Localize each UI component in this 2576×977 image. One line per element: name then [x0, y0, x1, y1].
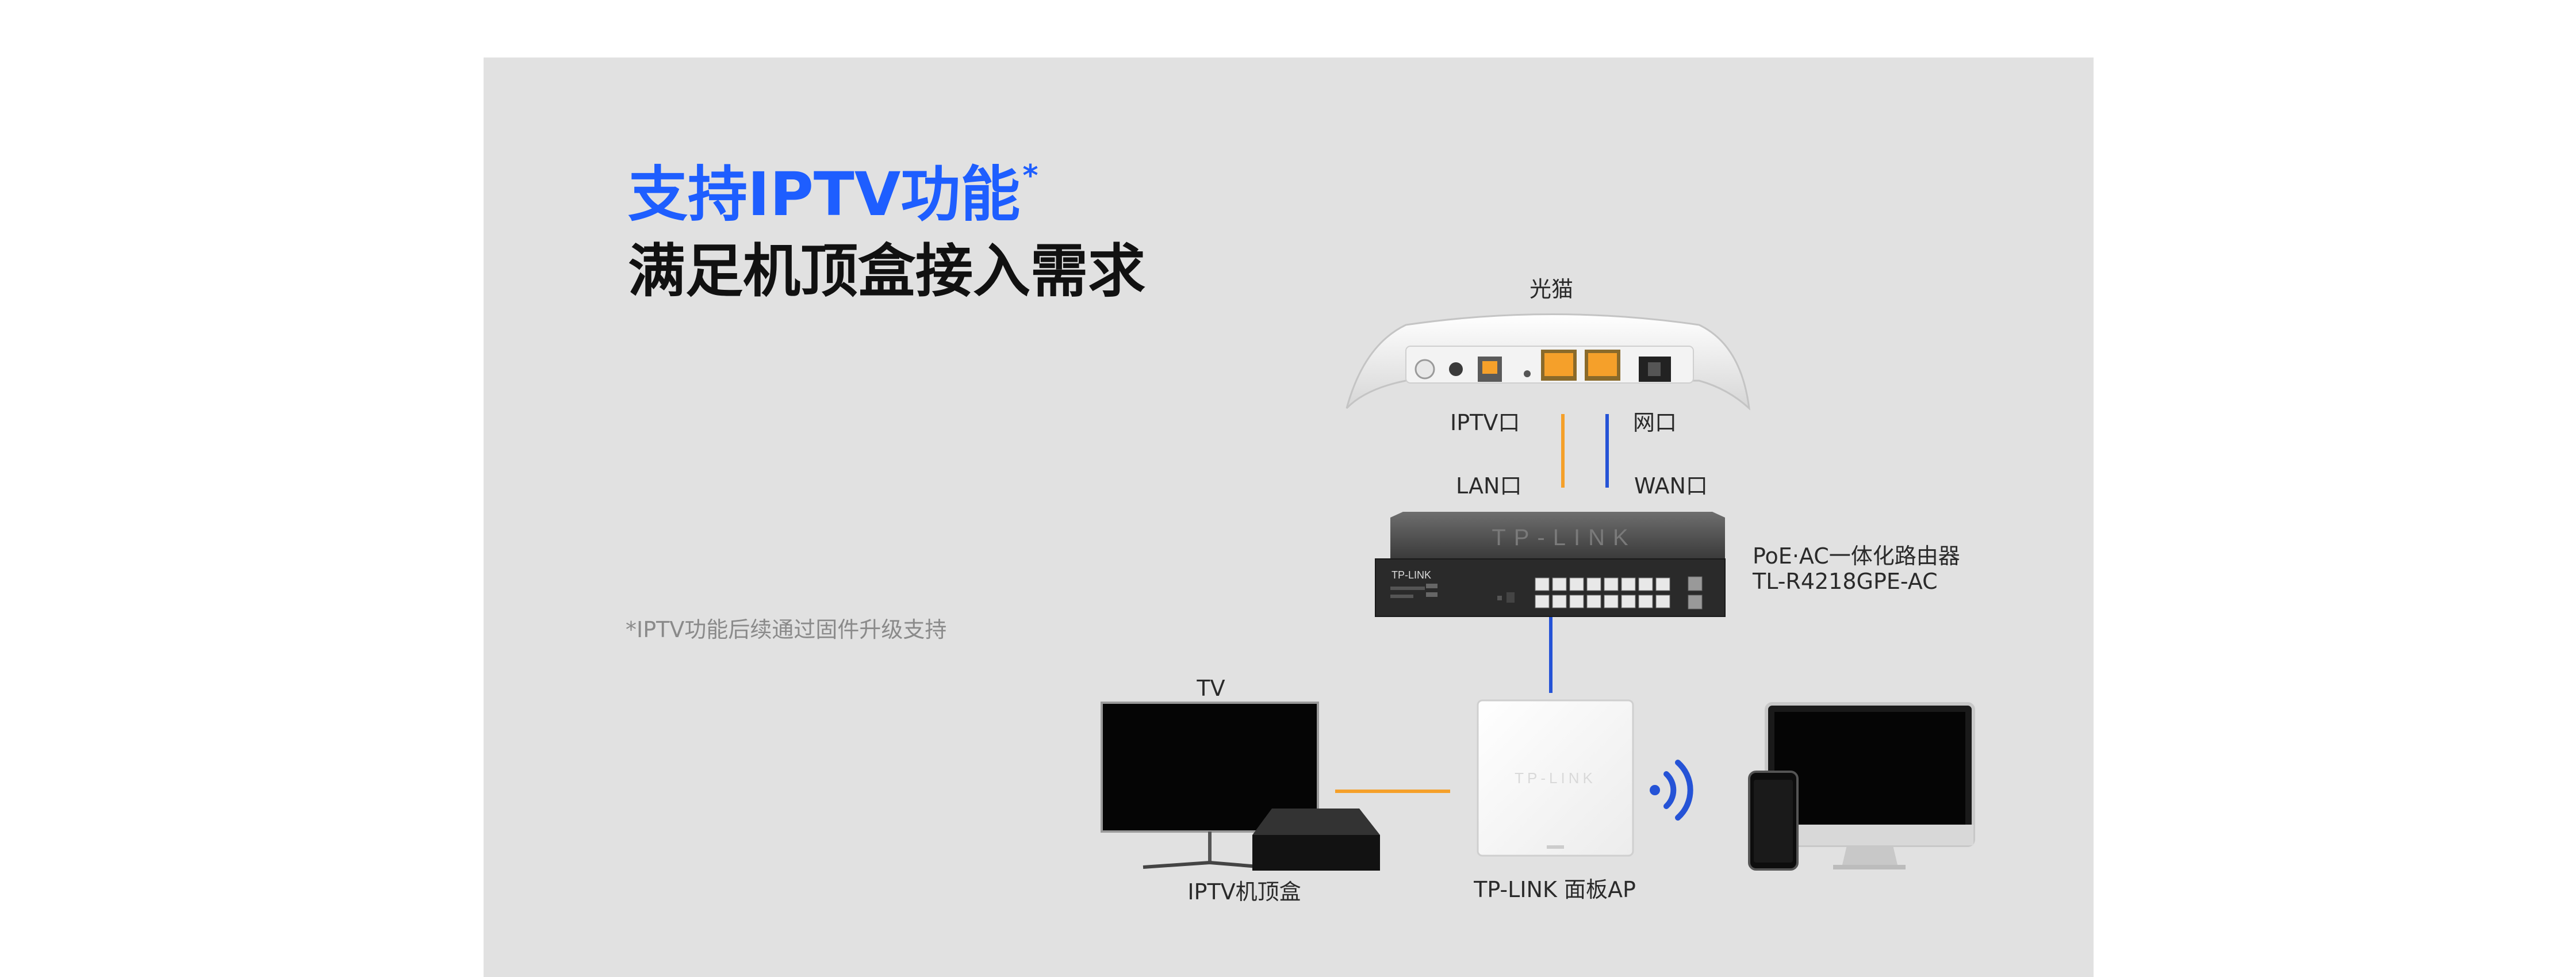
router-top-brand: TP-LINK — [1492, 525, 1636, 550]
title-asterisk: * — [1022, 159, 1038, 193]
tv-label: TV — [1197, 676, 1225, 701]
router-ports — [1535, 577, 1670, 608]
modem-lan-port-label: 网口 — [1633, 410, 1677, 435]
title-text: 支持IPTV功能 — [628, 159, 1021, 229]
router-front-brand: TP-LINK — [1392, 569, 1431, 581]
router-model-label: TL-R4218GPE-AC — [1753, 569, 1938, 594]
wifi-signal-icon — [1650, 760, 1693, 821]
set-top-box-icon — [1252, 809, 1380, 871]
ap-brand: TP-LINK — [1515, 769, 1596, 787]
smartphone-icon — [1748, 771, 1799, 871]
footnote: *IPTV功能后续通过固件升级支持 — [626, 617, 947, 642]
panel-ap-icon: TP-LINK — [1477, 699, 1634, 857]
optical-modem-icon — [1346, 313, 1751, 411]
settop-box-label: IPTV机顶盒 — [1187, 879, 1301, 905]
router-name-label: PoE·AC一体化路由器 — [1753, 543, 1960, 569]
panel-ap-label: TP-LINK 面板AP — [1474, 877, 1636, 902]
router-lan-port-label: LAN口 — [1456, 473, 1522, 499]
router-icon: TP-LINK TP-LINK — [1375, 512, 1726, 617]
modem-iptv-port-label: IPTV口 — [1450, 410, 1520, 435]
desktop-computer-icon — [1765, 702, 1975, 869]
router-wan-port-label: WAN口 — [1634, 473, 1708, 499]
page-title: 支持IPTV功能* — [628, 161, 1038, 224]
page-subtitle: 满足机顶盒接入需求 — [628, 237, 1145, 305]
modem-label: 光猫 — [1529, 277, 1574, 302]
